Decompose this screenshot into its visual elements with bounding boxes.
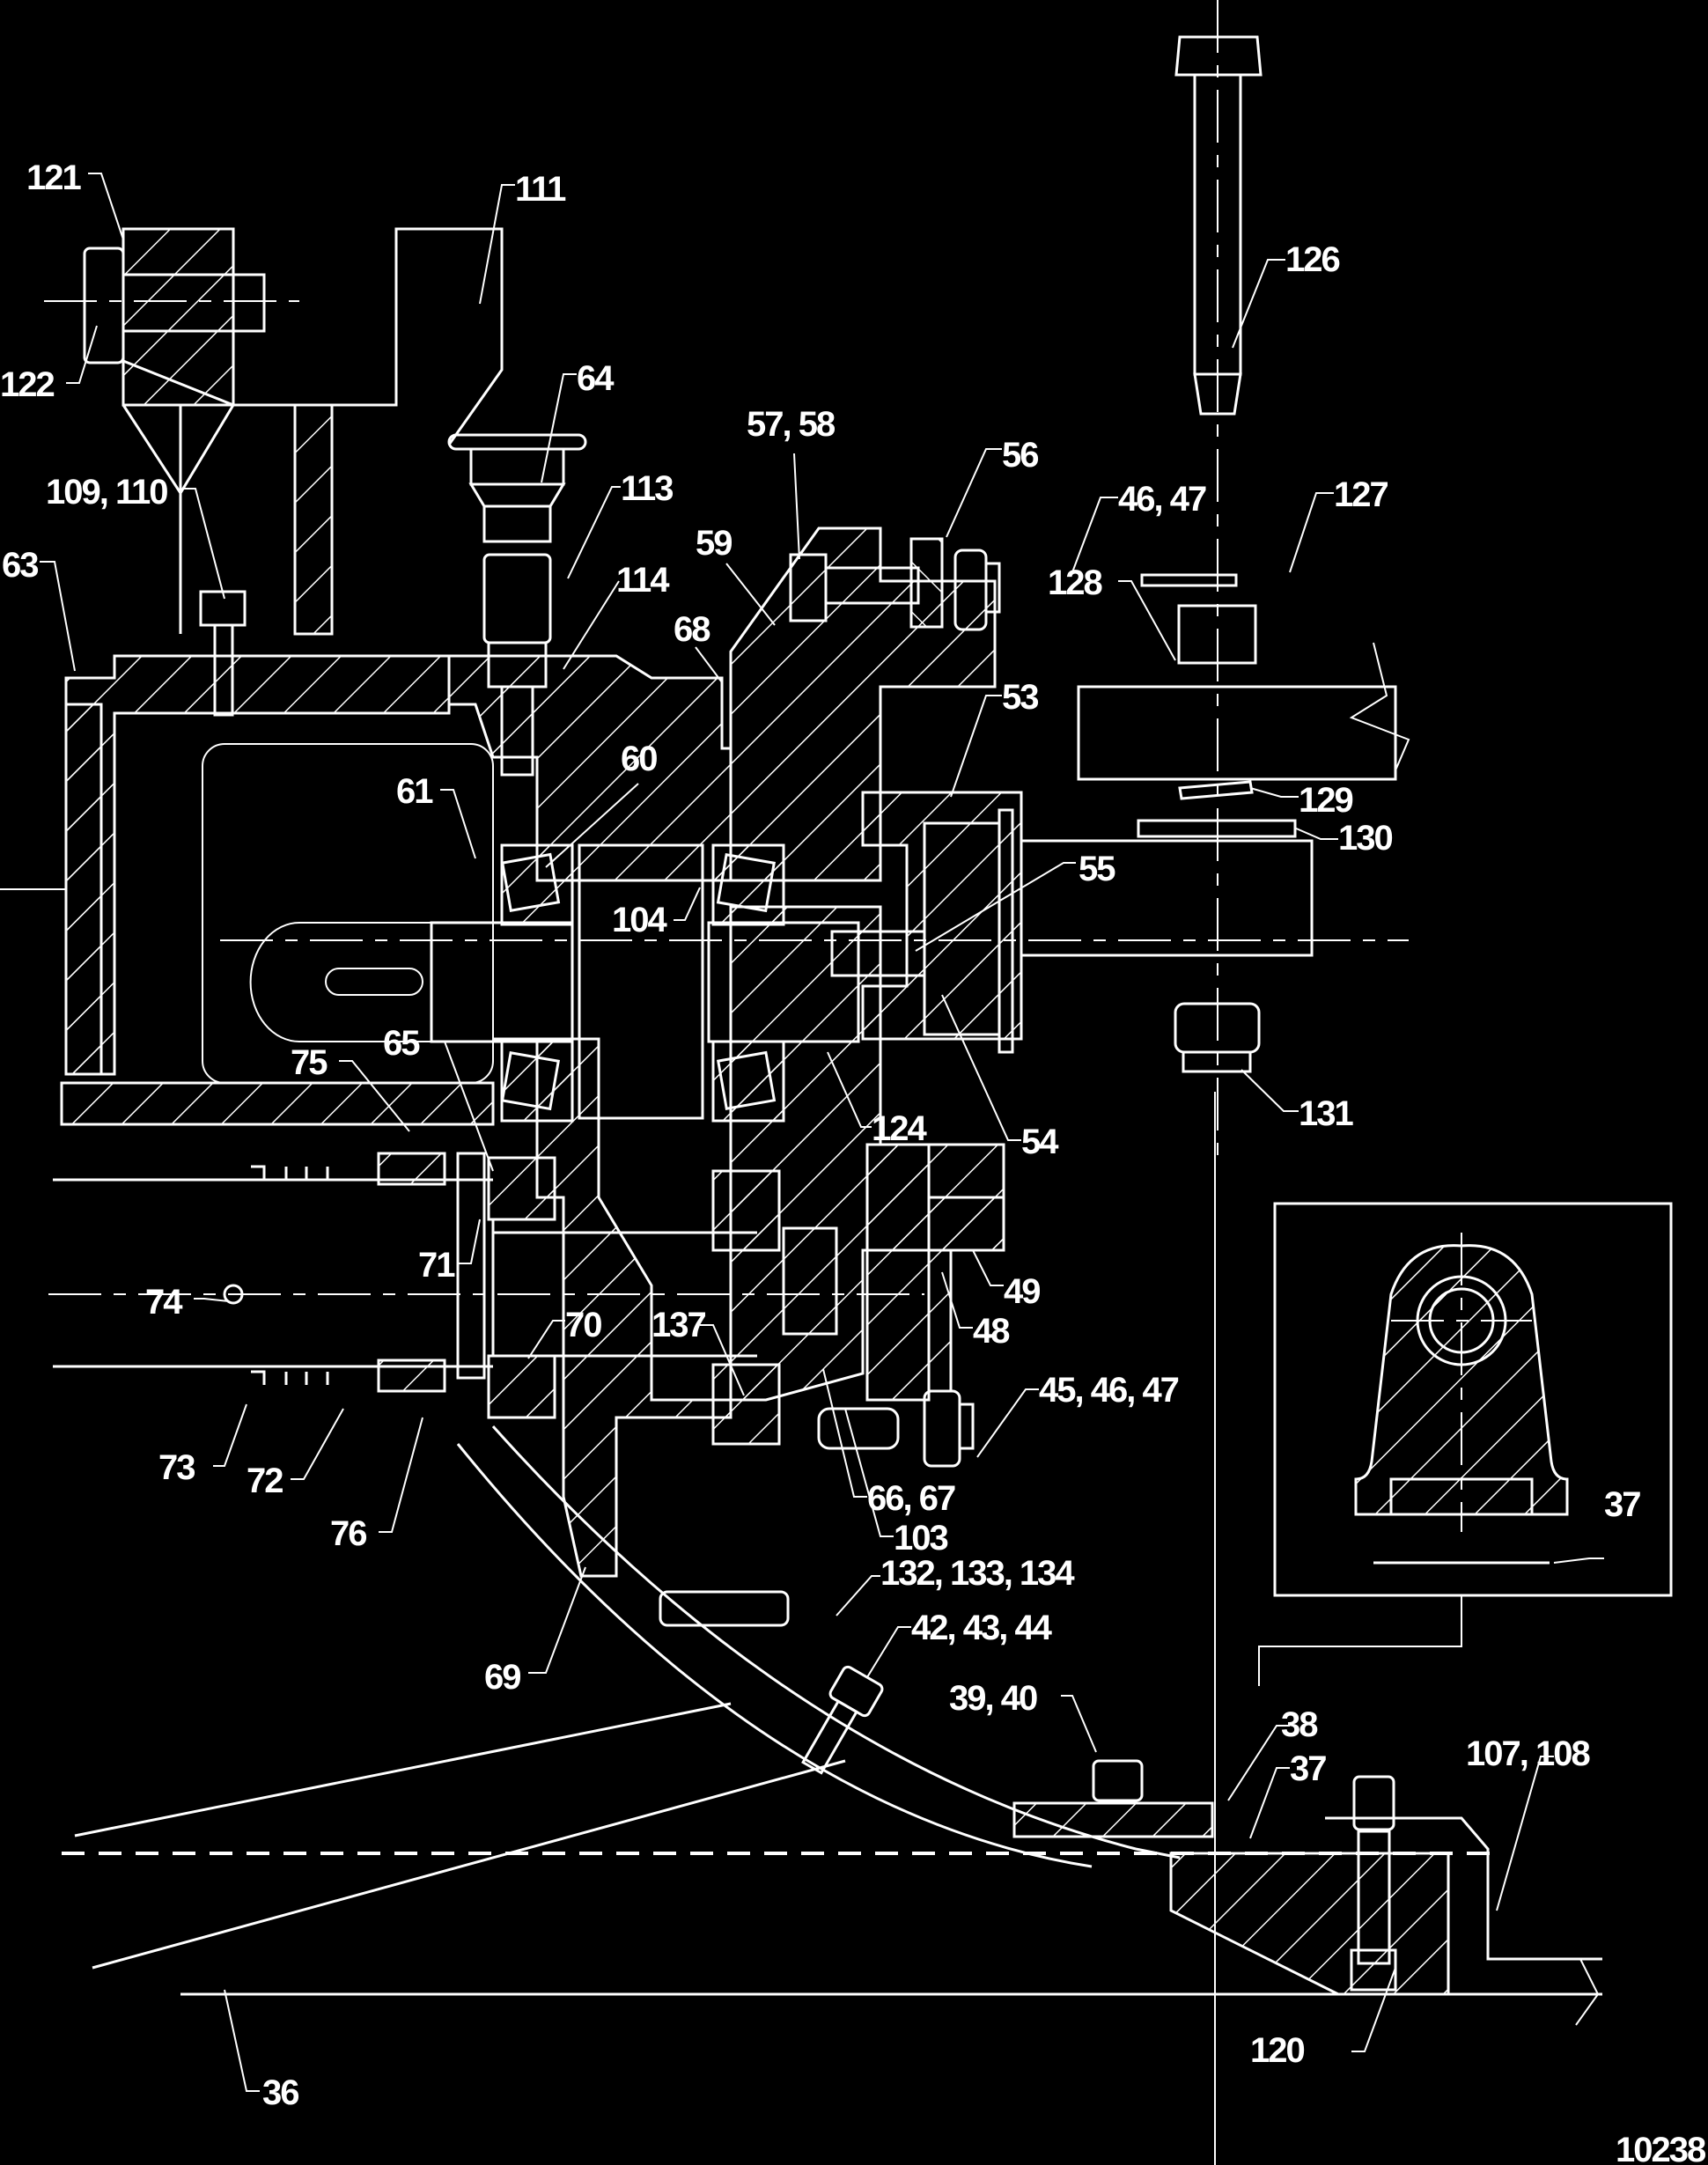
callout-129: 129: [1299, 781, 1352, 820]
callout-54: 54: [1021, 1123, 1059, 1161]
coupling: [861, 642, 1410, 2165]
callout-113: 113: [621, 469, 673, 508]
callout-56: 56: [1002, 436, 1038, 475]
callout-63: 63: [2, 546, 38, 585]
callout-73: 73: [158, 1448, 195, 1487]
slope-bolt: [801, 1665, 884, 1775]
callout-109-110: 109, 110: [46, 473, 167, 512]
callout-69: 69: [484, 1658, 520, 1697]
callout-42-43-44: 42, 43, 44: [911, 1609, 1053, 1647]
callout-127: 127: [1334, 475, 1388, 514]
callout-107-108: 107, 108: [1466, 1734, 1590, 1773]
callout-57-58: 57, 58: [747, 405, 836, 444]
output-bearings: [659, 1143, 1005, 1627]
input-shaft: [220, 843, 1409, 1123]
callout-132-133-134: 132, 133, 134: [880, 1554, 1075, 1593]
seal-assembly: [48, 1081, 924, 1419]
callout-122: 122: [0, 365, 54, 404]
callout-65: 65: [383, 1024, 420, 1063]
callout-68: 68: [674, 610, 710, 649]
callout-72: 72: [247, 1462, 283, 1500]
base-structure: [62, 1425, 1602, 2026]
callout-37: 37: [1290, 1749, 1326, 1788]
callout-131: 131: [1299, 1094, 1353, 1133]
lifting-bolt: [1137, 0, 1297, 1162]
callout-38: 38: [1281, 1705, 1318, 1744]
callout-103: 103: [894, 1519, 947, 1557]
callout-75: 75: [291, 1043, 328, 1082]
callout-39-40: 39, 40: [949, 1679, 1037, 1718]
callout-49: 49: [1004, 1272, 1040, 1311]
callout-111: 111: [515, 170, 566, 209]
callout-114: 114: [616, 561, 670, 600]
callout-45-46-47: 45, 46, 47: [1039, 1371, 1179, 1410]
leader-lines: [40, 173, 1604, 2092]
callout-71: 71: [418, 1246, 455, 1285]
callout-48: 48: [973, 1312, 1010, 1351]
callout-104: 104: [612, 901, 667, 939]
callout-74: 74: [145, 1283, 183, 1322]
callout-70: 70: [565, 1306, 601, 1344]
callout-36: 36: [262, 2073, 298, 2112]
callout-128: 128: [1048, 563, 1102, 602]
callout-130: 130: [1338, 819, 1392, 858]
callout-126: 126: [1285, 240, 1339, 279]
callout-121: 121: [26, 158, 81, 197]
callout-124: 124: [872, 1109, 927, 1148]
callout-59: 59: [696, 524, 732, 563]
callout-53: 53: [1002, 678, 1038, 717]
callout-137: 137: [652, 1306, 705, 1344]
callout-46-47: 46, 47: [1118, 480, 1206, 519]
callout-60: 60: [621, 740, 657, 778]
drawing-number: 10238: [1616, 2131, 1706, 2165]
callout-120: 120: [1250, 2031, 1304, 2070]
detail-inset: [1258, 1202, 1673, 1686]
callout-64: 64: [577, 359, 615, 398]
callout-76: 76: [330, 1514, 366, 1553]
callout-55: 55: [1079, 850, 1115, 888]
housing-63: [0, 590, 494, 1084]
callout-37-detail: 37: [1604, 1485, 1640, 1524]
callout-66-67: 66, 67: [867, 1479, 955, 1518]
callout-61: 61: [396, 772, 433, 811]
upper-bracket: [44, 227, 504, 636]
callout-labels: 121 122 111 64 109, 110 63 113 114 57, 5…: [0, 158, 1708, 2165]
